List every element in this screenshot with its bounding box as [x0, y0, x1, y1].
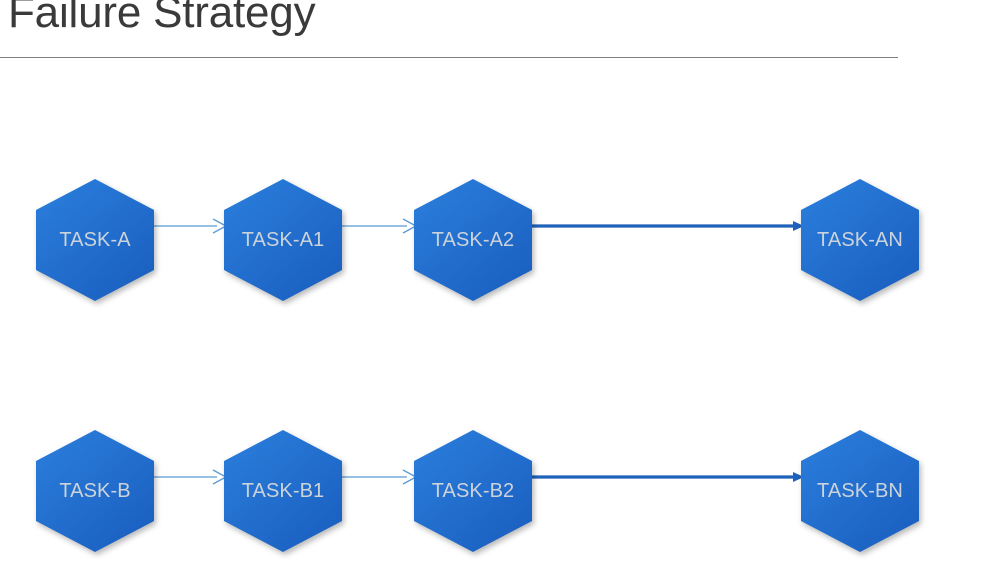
connector-a1-to-a2 [342, 211, 418, 241]
title-divider [0, 57, 898, 58]
connector-b2-to-bn [532, 462, 804, 492]
title-block: Failure Strategy [0, 0, 900, 58]
hexagon-icon [801, 430, 919, 552]
hexagon-icon [414, 430, 532, 552]
connector-b-to-b1 [154, 462, 228, 492]
node-task-bn[interactable]: TASK-BN [801, 430, 919, 552]
node-task-b1[interactable]: TASK-B1 [224, 430, 342, 552]
hexagon-icon [36, 179, 154, 301]
hexagon-icon [36, 430, 154, 552]
node-task-b2[interactable]: TASK-B2 [414, 430, 532, 552]
hexagon-icon [224, 179, 342, 301]
connector-a2-to-an [532, 211, 804, 241]
hexagon-icon [414, 179, 532, 301]
hexagon-icon [801, 179, 919, 301]
node-task-a2[interactable]: TASK-A2 [414, 179, 532, 301]
node-task-an[interactable]: TASK-AN [801, 179, 919, 301]
node-task-b[interactable]: TASK-B [36, 430, 154, 552]
node-task-a1[interactable]: TASK-A1 [224, 179, 342, 301]
connector-a-to-a1 [154, 211, 228, 241]
connector-b1-to-b2 [342, 462, 418, 492]
hexagon-icon [224, 430, 342, 552]
node-task-a[interactable]: TASK-A [36, 179, 154, 301]
page-title: Failure Strategy [8, 0, 316, 37]
